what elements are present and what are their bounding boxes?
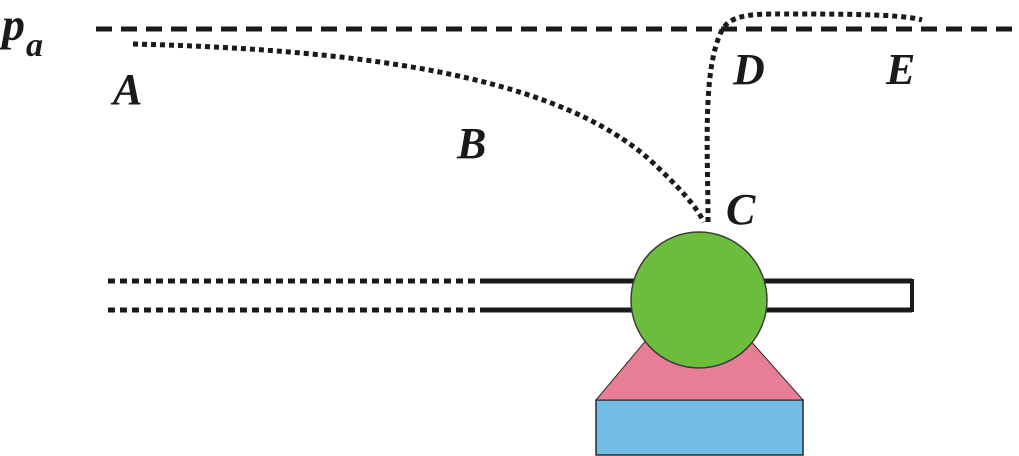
point-label-d: D (732, 45, 765, 94)
pressure-symbol: p (0, 0, 25, 50)
green-ball (630, 231, 768, 369)
pressure-curve-a-to-c (132, 41, 707, 224)
point-label-b: B (456, 119, 486, 168)
point-label-e: E (885, 45, 915, 94)
point-label-c: C (726, 185, 756, 234)
base-block (595, 399, 804, 456)
pressure-subscript: a (26, 27, 43, 64)
point-label-a: A (110, 65, 142, 114)
pressure-curve-c-to-e (704, 11, 923, 223)
